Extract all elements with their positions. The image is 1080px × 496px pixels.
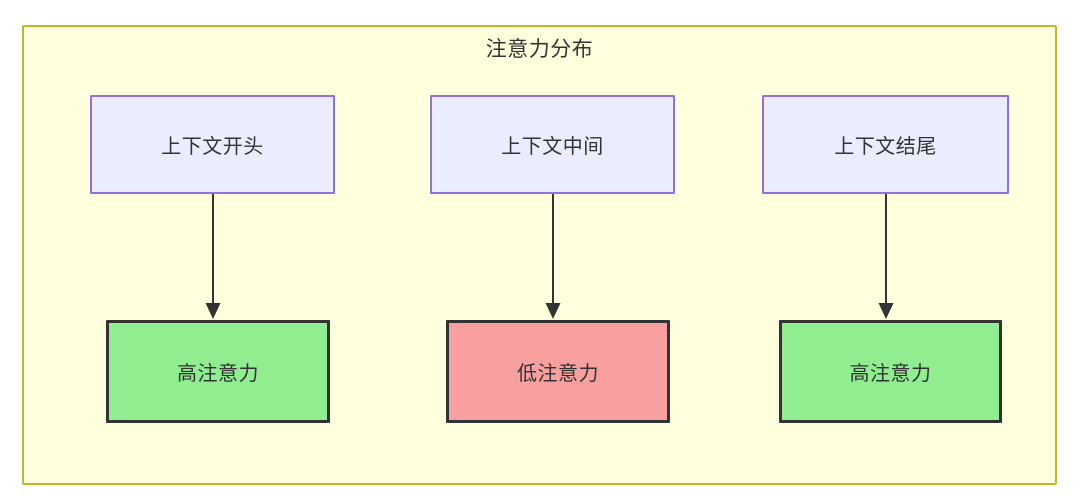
- subgraph-container: 注意力分布 上下文开头 高注意力 上下文中间: [22, 25, 1057, 485]
- node-attention-middle[interactable]: 低注意力: [446, 320, 670, 423]
- node-context-start[interactable]: 上下文开头: [90, 95, 335, 194]
- node-attention-end[interactable]: 高注意力: [779, 320, 1002, 423]
- node-attention-start-label: 高注意力: [177, 363, 259, 385]
- node-attention-start[interactable]: 高注意力: [106, 320, 330, 423]
- node-context-end[interactable]: 上下文结尾: [762, 95, 1009, 194]
- node-context-end-label: 上下文结尾: [834, 136, 937, 158]
- column-context-start: 上下文开头 高注意力: [90, 27, 335, 483]
- node-context-start-label: 上下文开头: [161, 136, 264, 158]
- subgraph-title: 注意力分布: [485, 38, 594, 61]
- edge-arrow-start: [205, 194, 221, 319]
- edge-arrow-middle: [545, 194, 561, 319]
- node-context-middle-label: 上下文中间: [501, 136, 604, 158]
- node-attention-end-label: 高注意力: [849, 363, 932, 385]
- node-context-middle[interactable]: 上下文中间: [430, 95, 675, 194]
- edge-arrow-end: [878, 194, 894, 319]
- column-context-end: 上下文结尾 高注意力: [762, 27, 1009, 483]
- column-context-middle: 上下文中间 低注意力: [430, 27, 675, 483]
- node-attention-middle-label: 低注意力: [517, 363, 599, 385]
